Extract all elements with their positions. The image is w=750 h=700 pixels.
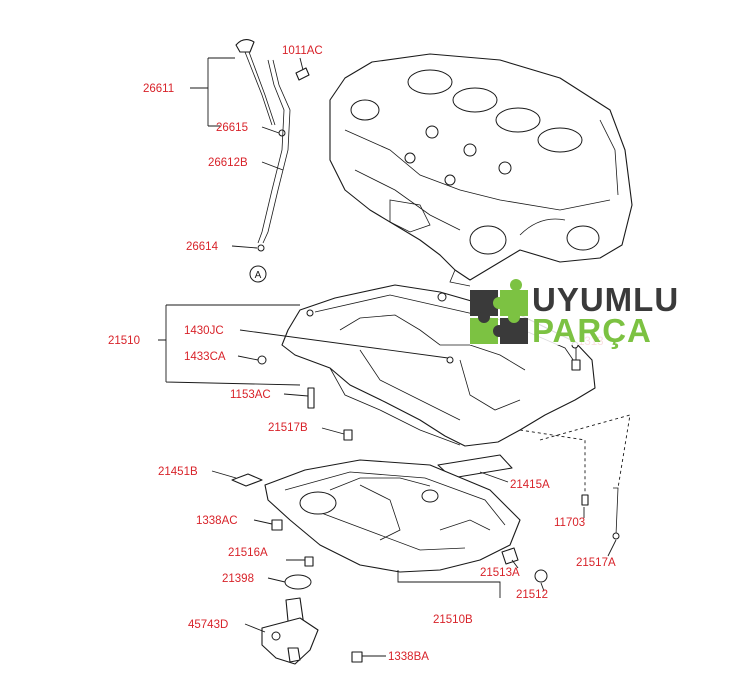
oil-strainer: [261, 597, 319, 665]
label-1338ba: 1338BA: [388, 651, 429, 663]
brand-logo: UYUMLU PARÇA: [470, 279, 679, 349]
label-21513a: 21513A: [480, 567, 520, 579]
plug-1433ca: [257, 355, 267, 365]
label-1011ac: 1011AC: [282, 45, 323, 57]
label-21415a: 21415A: [510, 479, 550, 491]
bolt-1338ac: [271, 519, 283, 531]
label-26615: 26615: [216, 122, 248, 134]
leader-lines: [158, 57, 631, 657]
engine-block: [329, 53, 633, 287]
bolt-1313: [571, 359, 581, 371]
label-21510: 21510: [108, 335, 140, 347]
view-marker-a: A: [255, 270, 262, 281]
label-11703: 11703: [554, 517, 585, 529]
dowel-11703: [581, 494, 589, 506]
label-1338ac: 1338AC: [196, 515, 238, 527]
label-21516a: 21516A: [228, 547, 268, 559]
label-26612b: 26612B: [208, 157, 248, 169]
label-21510b: 21510B: [433, 614, 473, 626]
logo-text-uyumlu: UYUMLU: [532, 281, 679, 318]
drain-plug-21513a: [501, 547, 519, 565]
stud-1153ac: [307, 387, 315, 409]
logo-text-parca: PARÇA: [532, 312, 652, 349]
nut-1338ba: [351, 651, 363, 663]
label-21517b: 21517B: [268, 422, 308, 434]
label-1153ac: 1153AC: [230, 389, 271, 401]
label-21398: 21398: [222, 573, 254, 585]
label-1430jc: 1430JC: [184, 325, 224, 337]
washer-21512: [534, 569, 548, 583]
label-21512: 21512: [516, 589, 548, 601]
gasket-21398: [284, 574, 312, 590]
puzzle-icon: [470, 279, 528, 344]
gasket-21451b: [231, 473, 263, 487]
label-1433ca: 1433CA: [184, 351, 226, 363]
label-21451b: 21451B: [158, 466, 198, 478]
lower-oil-pan: [264, 459, 521, 573]
label-26614: 26614: [186, 241, 219, 253]
label-45743d: 45743D: [188, 619, 228, 631]
bolt-21516a: [304, 556, 314, 567]
label-21517a: 21517A: [576, 557, 616, 569]
bolt-21517b: [343, 429, 353, 441]
label-26611: 26611: [143, 83, 174, 95]
